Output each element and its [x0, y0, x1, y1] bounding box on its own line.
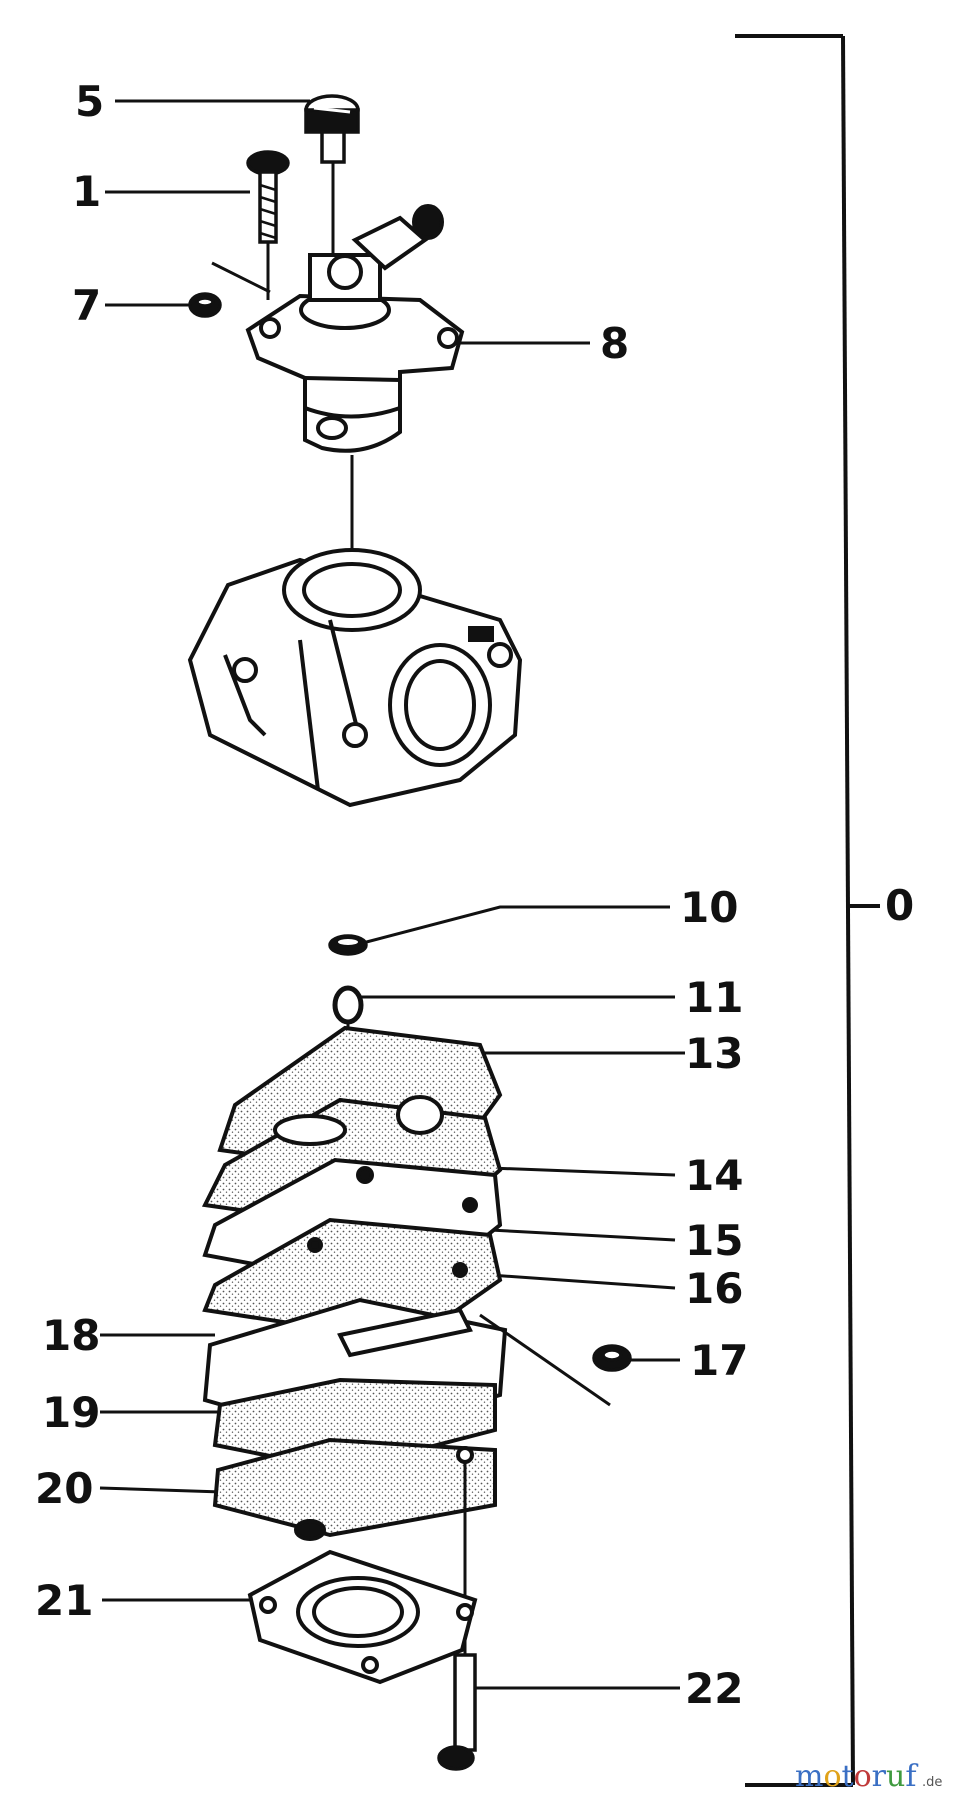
part-1-screw: [246, 150, 290, 300]
part-8-throttle-cover: [245, 204, 465, 600]
part-10-washer: [328, 934, 368, 956]
part-7-nut: [188, 261, 271, 318]
callout-5: 5: [75, 77, 104, 126]
callout-14: 14: [685, 1151, 743, 1200]
callout-19: 19: [42, 1388, 100, 1437]
carburetor-body: [187, 548, 523, 808]
callout-1: 1: [72, 167, 101, 216]
callout-7: 7: [72, 281, 101, 330]
watermark-letter: r: [872, 1759, 887, 1794]
callout-11: 11: [685, 973, 743, 1022]
gasket-plate-stack: [201, 1025, 503, 1333]
leader-lines: [99, 99, 685, 1690]
callout-15: 15: [685, 1216, 743, 1265]
assembly-bracket: [735, 34, 880, 1787]
watermark-suffix: .de: [922, 1775, 942, 1790]
callout-13: 13: [685, 1029, 743, 1078]
part-22-bolt: [437, 1653, 477, 1771]
callout-labels: 0 1 5 7 8 10 11 13 14 15 16 17 18 19 20 …: [35, 77, 914, 1713]
part-17-nut: [592, 1344, 632, 1372]
callout-21: 21: [35, 1576, 93, 1625]
callout-16: 16: [685, 1264, 743, 1313]
part-19-20-diaphragm-gaskets: [212, 1377, 497, 1685]
callout-18: 18: [42, 1311, 100, 1360]
watermark-letter: t: [842, 1759, 854, 1794]
callout-0: 0: [885, 881, 914, 930]
watermark-letter: o: [854, 1759, 872, 1794]
callout-8: 8: [600, 319, 629, 368]
callout-22: 22: [685, 1664, 743, 1713]
motoruf-watermark-logo: motoruf .de: [795, 1759, 942, 1794]
watermark-letter: m: [795, 1759, 823, 1794]
part-5-adjusting-screw: [304, 94, 360, 290]
part-21-pump-cover: [247, 1549, 478, 1685]
watermark-letter: f: [905, 1759, 918, 1794]
callout-17: 17: [690, 1336, 748, 1385]
svg-text:motoruf: motoruf: [795, 1759, 918, 1794]
watermark-letter: u: [886, 1759, 905, 1794]
watermark-letter: o: [823, 1759, 841, 1794]
callout-20: 20: [35, 1464, 93, 1513]
callout-10: 10: [680, 883, 738, 932]
